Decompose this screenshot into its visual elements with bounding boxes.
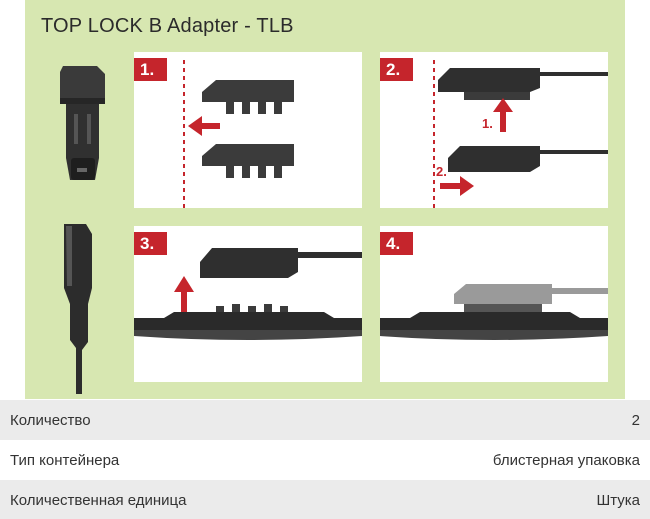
step-badge: 3. bbox=[134, 232, 167, 255]
red-arrow-right-icon bbox=[440, 176, 474, 196]
adapter-front-view-icon bbox=[55, 62, 110, 197]
step-3-panel: 3. bbox=[134, 226, 362, 382]
step-4-panel: 4. bbox=[380, 226, 608, 382]
sub-step-label: 2. bbox=[436, 164, 447, 179]
sub-step-label: 1. bbox=[482, 116, 493, 131]
red-arrow-up-icon bbox=[174, 276, 194, 312]
step-badge: 2. bbox=[380, 58, 413, 81]
specs-table: Количество 2 Тип контейнера блистерная у… bbox=[0, 400, 650, 519]
red-arrow-up-icon bbox=[493, 98, 513, 132]
step-1-panel: 1. bbox=[134, 52, 362, 208]
red-arrow-left-icon bbox=[188, 116, 220, 136]
step-badge: 4. bbox=[380, 232, 413, 255]
spec-value: 2 bbox=[631, 411, 640, 429]
table-row: Количество 2 bbox=[0, 400, 650, 440]
step-badge: 1. bbox=[134, 58, 167, 81]
spec-value: Штука bbox=[596, 491, 640, 509]
step-2-panel: 1. 2. 2. bbox=[380, 52, 608, 208]
instruction-panel: TOP LOCK B Adapter - TLB bbox=[25, 0, 625, 399]
table-row: Тип контейнера блистерная упаковка bbox=[0, 440, 650, 480]
page-title: TOP LOCK B Adapter - TLB bbox=[41, 15, 294, 37]
table-row: Количественная единица Штука bbox=[0, 480, 650, 519]
spec-label: Тип контейнера bbox=[10, 451, 120, 469]
wiper-arm-side-view-icon bbox=[58, 222, 98, 394]
spec-label: Количество bbox=[10, 411, 91, 429]
spec-value: блистерная упаковка bbox=[492, 451, 640, 469]
spec-label: Количественная единица bbox=[10, 491, 187, 509]
